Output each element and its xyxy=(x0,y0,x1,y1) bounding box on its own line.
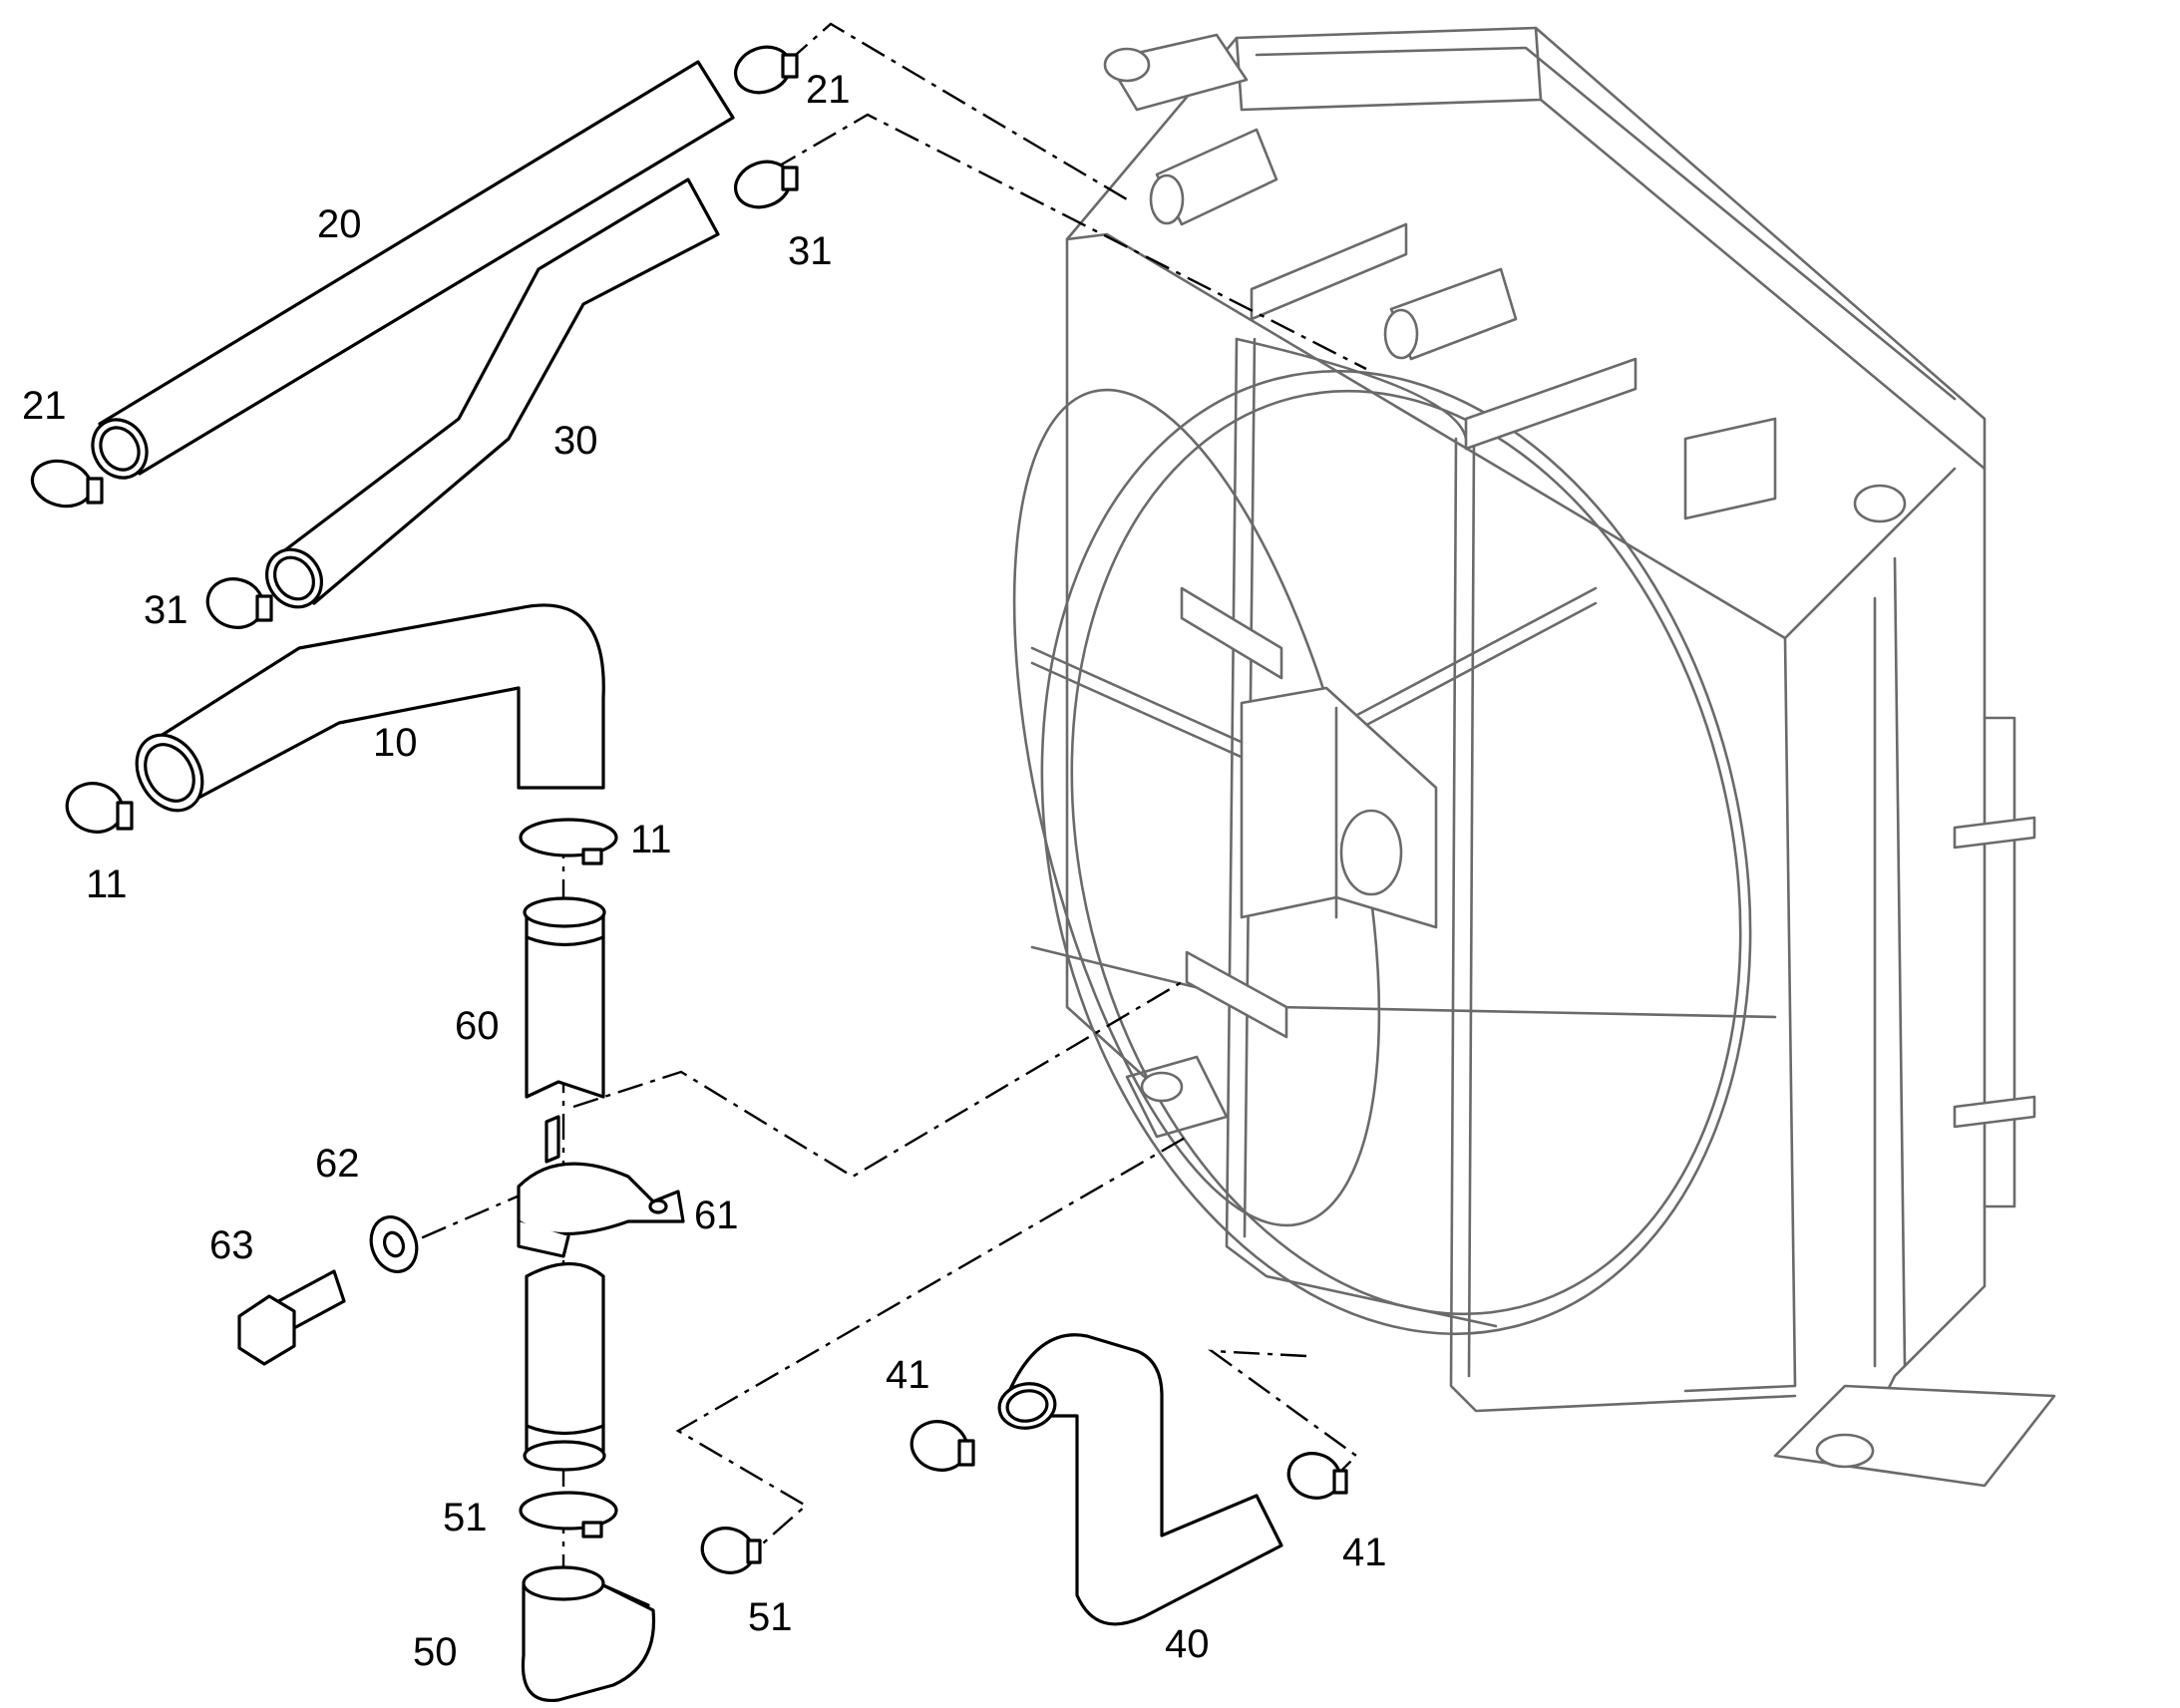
pipe-60 xyxy=(523,896,606,1472)
clamp-21-top xyxy=(734,45,799,95)
clamp-21-left xyxy=(30,459,104,509)
clamp-51-right xyxy=(700,1527,762,1574)
radiator-assembly xyxy=(1012,26,2056,1488)
clamp-11-left xyxy=(65,782,134,834)
clamp-51-pipe xyxy=(519,1491,618,1538)
label-41-left: 41 xyxy=(886,1353,930,1397)
label-11-left: 11 xyxy=(86,862,128,906)
bolt-63 xyxy=(237,1269,346,1366)
hose-30 xyxy=(265,177,720,609)
clamp-11-pipe xyxy=(519,818,618,865)
label-40: 40 xyxy=(1165,1622,1210,1666)
hose-10 xyxy=(135,603,605,813)
hose-40 xyxy=(997,1333,1283,1626)
label-63: 63 xyxy=(209,1223,254,1267)
label-11-pipe: 11 xyxy=(630,818,672,861)
label-50: 50 xyxy=(413,1630,458,1674)
clamp-41-left xyxy=(909,1420,975,1472)
label-21-top: 21 xyxy=(806,68,851,112)
label-60: 60 xyxy=(455,1004,500,1048)
bracket-61 xyxy=(517,1115,685,1258)
part-labels: 20 21 21 31 30 31 10 11 11 60 62 61 63 4… xyxy=(22,68,1387,1674)
label-51-right: 51 xyxy=(748,1595,793,1639)
label-10: 10 xyxy=(373,721,418,765)
label-41-right: 41 xyxy=(1342,1531,1387,1574)
label-21-left: 21 xyxy=(22,384,67,428)
label-31-top: 31 xyxy=(788,229,833,273)
label-62: 62 xyxy=(315,1142,360,1186)
elbow-50 xyxy=(521,1565,656,1703)
label-31-left: 31 xyxy=(144,588,188,632)
clamp-31-left xyxy=(205,577,273,629)
washer-62 xyxy=(369,1215,419,1273)
label-30: 30 xyxy=(553,419,598,463)
label-51-left: 51 xyxy=(443,1496,488,1539)
label-20: 20 xyxy=(317,202,362,246)
label-61: 61 xyxy=(694,1194,739,1237)
hose-20 xyxy=(91,60,735,480)
clamp-31-top xyxy=(734,160,799,209)
clamp-41-right xyxy=(1286,1452,1348,1500)
